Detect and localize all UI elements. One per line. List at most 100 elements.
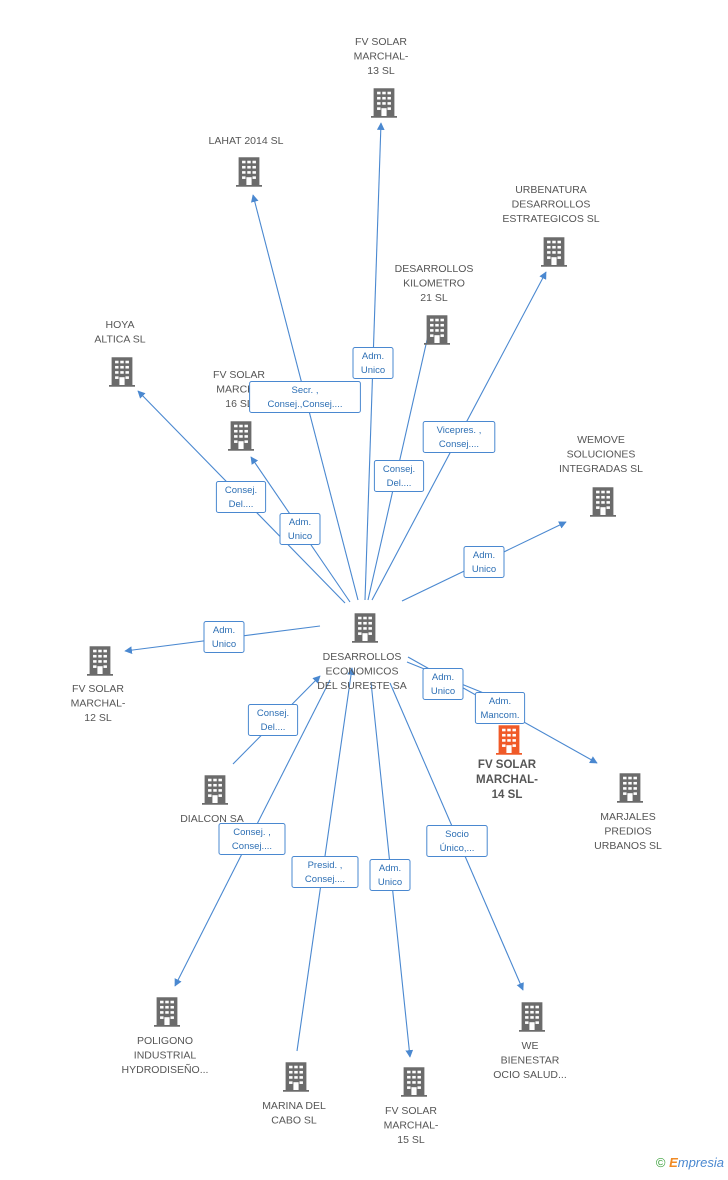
node-label: WEMOVE [577, 434, 625, 446]
copyright-symbol: © [655, 1155, 666, 1170]
node-label: INDUSTRIAL [134, 1050, 197, 1062]
edge-label-text: Unico [212, 639, 236, 650]
edge-label-text: Adm. [489, 696, 511, 707]
edge-label-text: Presid. , [308, 860, 343, 871]
edge-label-box [218, 823, 286, 855]
building-icon [236, 157, 262, 187]
edge-label-text: Unico [431, 686, 455, 697]
building-icon [371, 88, 397, 118]
node-label: MARJALES [600, 811, 655, 823]
edge-label-center-fv12[interactable]: Adm.Unico [203, 621, 245, 653]
node-label: FV SOLAR [72, 683, 124, 695]
node-kilometro[interactable]: DESARROLLOS KILOMETRO 21 SL [395, 263, 474, 345]
edge-label-box [422, 421, 496, 453]
node-label: ESTRATEGICOS SL [502, 213, 599, 225]
node-label: KILOMETRO [403, 278, 465, 290]
node-label: WE [522, 1040, 539, 1052]
edge-label-box [203, 621, 245, 653]
building-icon [519, 1002, 545, 1032]
node-poligono[interactable]: POLIGONOINDUSTRIALHYDRODISEÑO... [122, 997, 209, 1076]
edge-label-center-lahat[interactable]: Secr. ,Consej.,Consej.... [249, 381, 361, 413]
node-label: CABO SL [271, 1115, 317, 1127]
edge-label-dialcon-center[interactable]: Consej.Del.... [247, 704, 299, 736]
edge-label-center-hoya[interactable]: Consej. Del.... [215, 481, 267, 513]
node-label: POLIGONO [137, 1035, 193, 1047]
edge-label-center-fv13[interactable]: Adm. Unico [352, 347, 394, 379]
node-label: MARCHAL- [354, 51, 409, 63]
edge-label-text: Consej.... [439, 439, 479, 450]
empresia-logo[interactable]: © Empresia [656, 1155, 724, 1170]
edge-label-text: Unico [361, 365, 385, 376]
edge-label-text: Adm. [379, 863, 401, 874]
building-icon [617, 773, 643, 803]
edge-label-text: Consej.,Consej.... [268, 399, 343, 410]
building-icon [496, 725, 522, 755]
building-icon [590, 487, 616, 517]
node-label: OCIO SALUD... [493, 1069, 567, 1081]
edge-label-box [249, 381, 361, 413]
edge-label-text: Unico [472, 564, 496, 575]
node-label: DESARROLLOS [395, 263, 474, 275]
node-lahat[interactable]: LAHAT 2014 SL [209, 135, 284, 187]
edge-label-box [369, 859, 411, 891]
edge-label-center-fv16[interactable]: Adm.Unico [279, 513, 321, 545]
edge-label-center-fv14[interactable]: Adm.Unico [422, 668, 464, 700]
building-icon [424, 315, 450, 345]
edge-label-text: Socio [445, 829, 469, 840]
node-label: MARCHAL- [384, 1120, 439, 1132]
node-dialcon[interactable]: DIALCON SA [180, 775, 244, 825]
node-label: DIALCON SA [180, 813, 244, 825]
building-icon [401, 1067, 427, 1097]
node-label: FV SOLAR [213, 369, 265, 381]
edge-label-text: Adm. [362, 351, 384, 362]
edge-label-box [474, 692, 526, 724]
node-label: 21 SL [420, 292, 448, 304]
edge-label-center-kilometro[interactable]: Consej.Del.... [373, 460, 425, 492]
edge-label-box [422, 668, 464, 700]
node-we[interactable]: WE BIENESTAR OCIO SALUD... [493, 1002, 567, 1081]
node-label: ALTICA SL [94, 334, 145, 346]
node-marjales[interactable]: MARJALES PREDIOS URBANOS SL [594, 773, 662, 852]
node-label: MARCHAL- [71, 698, 126, 710]
node-label: PREDIOS [604, 826, 651, 838]
edge-label-center-wemove[interactable]: Adm.Unico [463, 546, 505, 578]
edge-label-text: Mancom. [480, 710, 519, 721]
brand-name: mpresia [677, 1155, 724, 1170]
edge-label-center-fv15[interactable]: Adm. Unico [369, 859, 411, 891]
edge-label-box [463, 546, 505, 578]
edge-label-text: Consej. , [233, 827, 271, 838]
edge-label-text: Consej. [225, 485, 257, 496]
edge-label-text: Único,... [440, 843, 475, 854]
edge-label-center-we[interactable]: SocioÚnico,... [426, 825, 488, 857]
edge-label-center-urbenatura[interactable]: Vicepres. ,Consej.... [422, 421, 496, 453]
node-label: URBANOS SL [594, 840, 662, 852]
building-icon [228, 421, 254, 451]
building-icon [154, 997, 180, 1027]
edge-label-center-marjales[interactable]: Adm. Mancom. [474, 692, 526, 724]
node-label: 16 SL [225, 398, 253, 410]
edge-label-marina-center[interactable]: Presid. ,Consej.... [291, 856, 359, 888]
edge-label-text: Unico [288, 531, 312, 542]
node-label: FV SOLAR [478, 759, 537, 771]
edge-label-center-poligono[interactable]: Consej. ,Consej.... [218, 823, 286, 855]
node-label: MARCHAL- [476, 774, 538, 786]
node-label: SOLUCIONES [567, 449, 636, 461]
edge-label-box [352, 347, 394, 379]
edge-label-box [373, 460, 425, 492]
node-label: URBENATURA [515, 184, 587, 196]
edge-label-text: Unico [378, 877, 402, 888]
edge-label-text: Del.... [229, 499, 254, 510]
brand-initial: E [669, 1155, 678, 1170]
node-label: BIENESTAR [501, 1055, 560, 1067]
